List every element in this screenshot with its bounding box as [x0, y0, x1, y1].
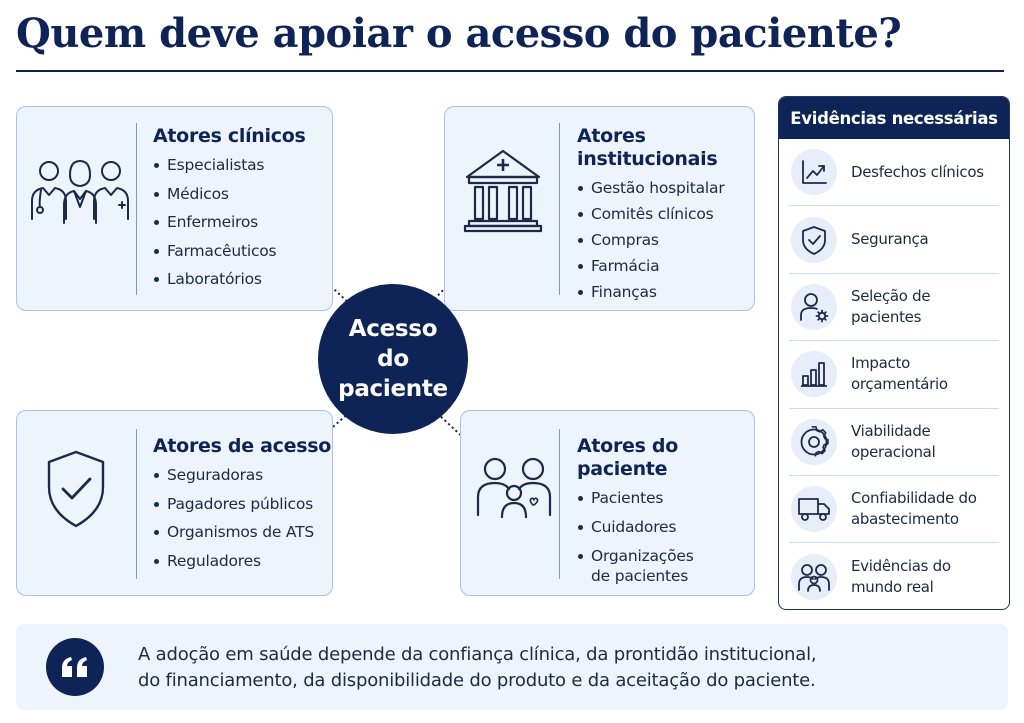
evidence-label: Segurança [851, 230, 929, 249]
evidence-item: Desfechos clínicos [789, 139, 999, 207]
card-title: Atores do paciente [577, 435, 678, 480]
people-icon [791, 554, 837, 601]
evidence-list: Desfechos clínicos Segurança Seleção de … [779, 139, 1009, 609]
card-clinical-actors: Atores clínicos Especialistas Médicos En… [16, 106, 333, 311]
quote-line: A adoção em saúde depende da confiança c… [138, 644, 817, 665]
title-divider [16, 70, 1004, 72]
card-title-line: Atores [577, 125, 646, 147]
list-item: Pagadores públicos [153, 494, 331, 514]
patient-access-hub: Acesso do paciente [318, 284, 468, 434]
list-item: Cuidadores [577, 517, 754, 537]
person-gear-icon [791, 283, 837, 330]
evidence-panel-title: Evidências necessárias [779, 97, 1009, 139]
hub-label-line: paciente [338, 376, 448, 402]
delivery-truck-icon [791, 486, 837, 533]
quote-icon [46, 638, 104, 696]
evidence-panel: Evidências necessárias Desfechos clínico… [778, 96, 1010, 610]
list-item: Finanças [577, 282, 725, 302]
hub-label-line: Acesso [348, 316, 438, 342]
card-divider [559, 123, 560, 295]
card-institutional-actors: Atores institucionais Gestão hospitalar … [444, 106, 755, 311]
list-item: Especialistas [153, 155, 305, 175]
hospital-building-icon [463, 149, 543, 233]
evidence-item: Viabilidade operacional [789, 409, 999, 476]
list-item: Farmácia [577, 256, 725, 276]
card-title: Atores de acesso [153, 435, 331, 457]
card-divider [136, 429, 137, 579]
evidence-item: Confiabilidade do abastecimento [789, 476, 999, 544]
clinical-actor-list: Especialistas Médicos Enfermeiros Farmac… [153, 155, 305, 289]
list-item: Organizações de pacientes [577, 546, 754, 586]
quote-line: do financiamento, da disponibilidade do … [138, 670, 816, 691]
list-item: Médicos [153, 184, 305, 204]
medical-team-icon [31, 160, 129, 224]
gear-icon [791, 418, 837, 465]
list-item: Organismos de ATS [153, 522, 331, 542]
list-item: Reguladores [153, 551, 331, 571]
list-item: Enfermeiros [153, 212, 305, 232]
evidence-item: Seleção de pacientes [789, 274, 999, 342]
evidence-item: Segurança [789, 206, 999, 274]
bar-chart-icon [791, 351, 837, 398]
evidence-label: Seleção de pacientes [851, 286, 931, 326]
shield-check-icon [47, 450, 105, 528]
evidence-item: Impacto orçamentário [789, 341, 999, 409]
list-item: Seguradoras [153, 465, 331, 485]
evidence-label: Impacto orçamentário [851, 354, 948, 394]
evidence-label: Desfechos clínicos [851, 162, 984, 181]
card-divider [559, 429, 560, 579]
patient-actor-list: Pacientes Cuidadores Organizações de pac… [577, 488, 754, 586]
list-item: Comitês clínicos [577, 204, 725, 224]
list-item: Laboratórios [153, 269, 305, 289]
card-title: Atores institucionais [577, 125, 725, 171]
summary-quote-text: A adoção em saúde depende da confiança c… [138, 642, 978, 694]
list-item: Pacientes [577, 488, 754, 508]
evidence-label: Confiabilidade do abastecimento [851, 489, 977, 529]
evidence-label: Evidências do mundo real [851, 557, 951, 597]
evidence-item: Evidências do mundo real [789, 543, 999, 609]
card-access-actors: Atores de acesso Seguradoras Pagadores p… [16, 410, 333, 596]
trend-chart-icon [791, 149, 837, 196]
access-actor-list: Seguradoras Pagadores públicos Organismo… [153, 465, 331, 571]
family-heart-icon [476, 457, 552, 519]
summary-quote-bar: A adoção em saúde depende da confiança c… [16, 624, 1008, 710]
list-item: Gestão hospitalar [577, 178, 725, 198]
page-title: Quem deve apoiar o acesso do paciente? [16, 10, 902, 57]
card-title-line: institucionais [577, 148, 718, 170]
list-item: Farmacêuticos [153, 241, 305, 261]
hub-label-line: do [377, 346, 409, 372]
institutional-actor-list: Gestão hospitalar Comitês clínicos Compr… [577, 178, 725, 302]
list-item: Compras [577, 230, 725, 250]
evidence-label: Viabilidade operacional [851, 421, 936, 461]
shield-check-icon [791, 216, 837, 263]
card-patient-actors: Atores do paciente Pacientes Cuidadores … [460, 410, 755, 596]
card-title: Atores clínicos [153, 125, 306, 147]
card-divider [136, 123, 137, 295]
